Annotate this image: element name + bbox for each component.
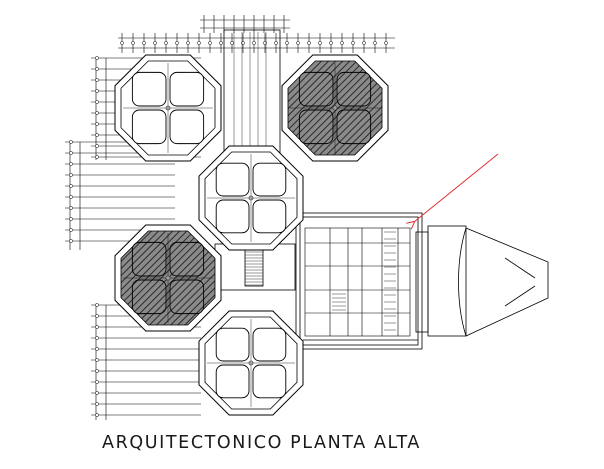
grid-bubble <box>208 41 212 45</box>
grid-bubble <box>252 41 256 45</box>
grid-bubble <box>164 41 168 45</box>
room <box>298 71 334 107</box>
grid-bubble <box>318 41 322 45</box>
grid-bubble <box>95 347 99 351</box>
grid-bubble <box>95 111 99 115</box>
grid-bubble <box>95 303 99 307</box>
room <box>252 199 287 234</box>
room <box>336 71 372 107</box>
grid-bubble <box>69 184 73 188</box>
room <box>252 364 287 399</box>
room <box>169 241 205 277</box>
grid-bubble <box>95 100 99 104</box>
room <box>252 327 287 362</box>
grid-bubble <box>230 41 234 45</box>
grid-bubble <box>340 41 344 45</box>
grid-bubble <box>362 41 366 45</box>
grid-bubble <box>95 314 99 318</box>
east-wing <box>415 225 549 337</box>
room <box>131 71 167 107</box>
grid-bubble <box>351 41 355 45</box>
grid-bubble <box>285 41 289 45</box>
grid-bubble <box>186 41 190 45</box>
grid-bubble <box>329 41 333 45</box>
room <box>131 109 167 145</box>
grid-bubble <box>95 380 99 384</box>
room <box>298 109 334 145</box>
grid-bubble <box>296 41 300 45</box>
grid-bubble <box>95 391 99 395</box>
grid-bubble <box>69 173 73 177</box>
grid-bubble <box>95 78 99 82</box>
grid-bubble <box>95 155 99 159</box>
grid-bubble <box>197 41 201 45</box>
grid-bubble <box>69 239 73 243</box>
pointer-arrow <box>414 153 499 222</box>
room <box>252 162 287 197</box>
grid-bubble <box>131 41 135 45</box>
room <box>169 109 205 145</box>
grid-bubble <box>95 358 99 362</box>
connector-walls <box>214 212 423 350</box>
drawing-caption: ARQUITECTONICO PLANTA ALTA <box>102 433 421 453</box>
grid-bubble <box>153 41 157 45</box>
grid-bubble <box>69 162 73 166</box>
grid-bubble <box>69 228 73 232</box>
grid-bubble <box>95 336 99 340</box>
right-block-interior <box>304 227 411 337</box>
grid-bubble <box>95 67 99 71</box>
room <box>215 327 250 362</box>
room <box>169 279 205 315</box>
grid-bubble <box>95 133 99 137</box>
grid-bubble <box>95 413 99 417</box>
grid-bubble <box>95 144 99 148</box>
grid-bubble <box>373 41 377 45</box>
room <box>215 162 250 197</box>
grid-bubble <box>142 41 146 45</box>
grid-bubble <box>95 325 99 329</box>
grid-bubble <box>95 369 99 373</box>
grid-bubble <box>95 122 99 126</box>
grid-bubble <box>69 151 73 155</box>
room <box>215 364 250 399</box>
grid-bubble <box>120 41 124 45</box>
module-center <box>198 145 304 251</box>
grid-bubble <box>219 41 223 45</box>
dimension-lines-top <box>118 15 395 53</box>
room <box>131 241 167 277</box>
room <box>131 279 167 315</box>
grid-bubble <box>274 41 278 45</box>
room <box>169 71 205 107</box>
room <box>336 109 372 145</box>
module-middle-left <box>114 224 222 332</box>
grid-bubble <box>69 217 73 221</box>
grid-bubble <box>95 402 99 406</box>
module-top-right <box>281 54 389 162</box>
grid-bubble <box>69 206 73 210</box>
module-bottom <box>198 310 304 416</box>
grid-bubble <box>384 41 388 45</box>
module-top-left <box>114 54 222 162</box>
grid-bubble <box>69 140 73 144</box>
grid-bubble <box>307 41 311 45</box>
grid-bubble <box>95 56 99 60</box>
grid-bubble <box>69 195 73 199</box>
corridor-top <box>223 29 281 156</box>
grid-bubble <box>175 41 179 45</box>
grid-bubble <box>95 89 99 93</box>
room <box>215 199 250 234</box>
